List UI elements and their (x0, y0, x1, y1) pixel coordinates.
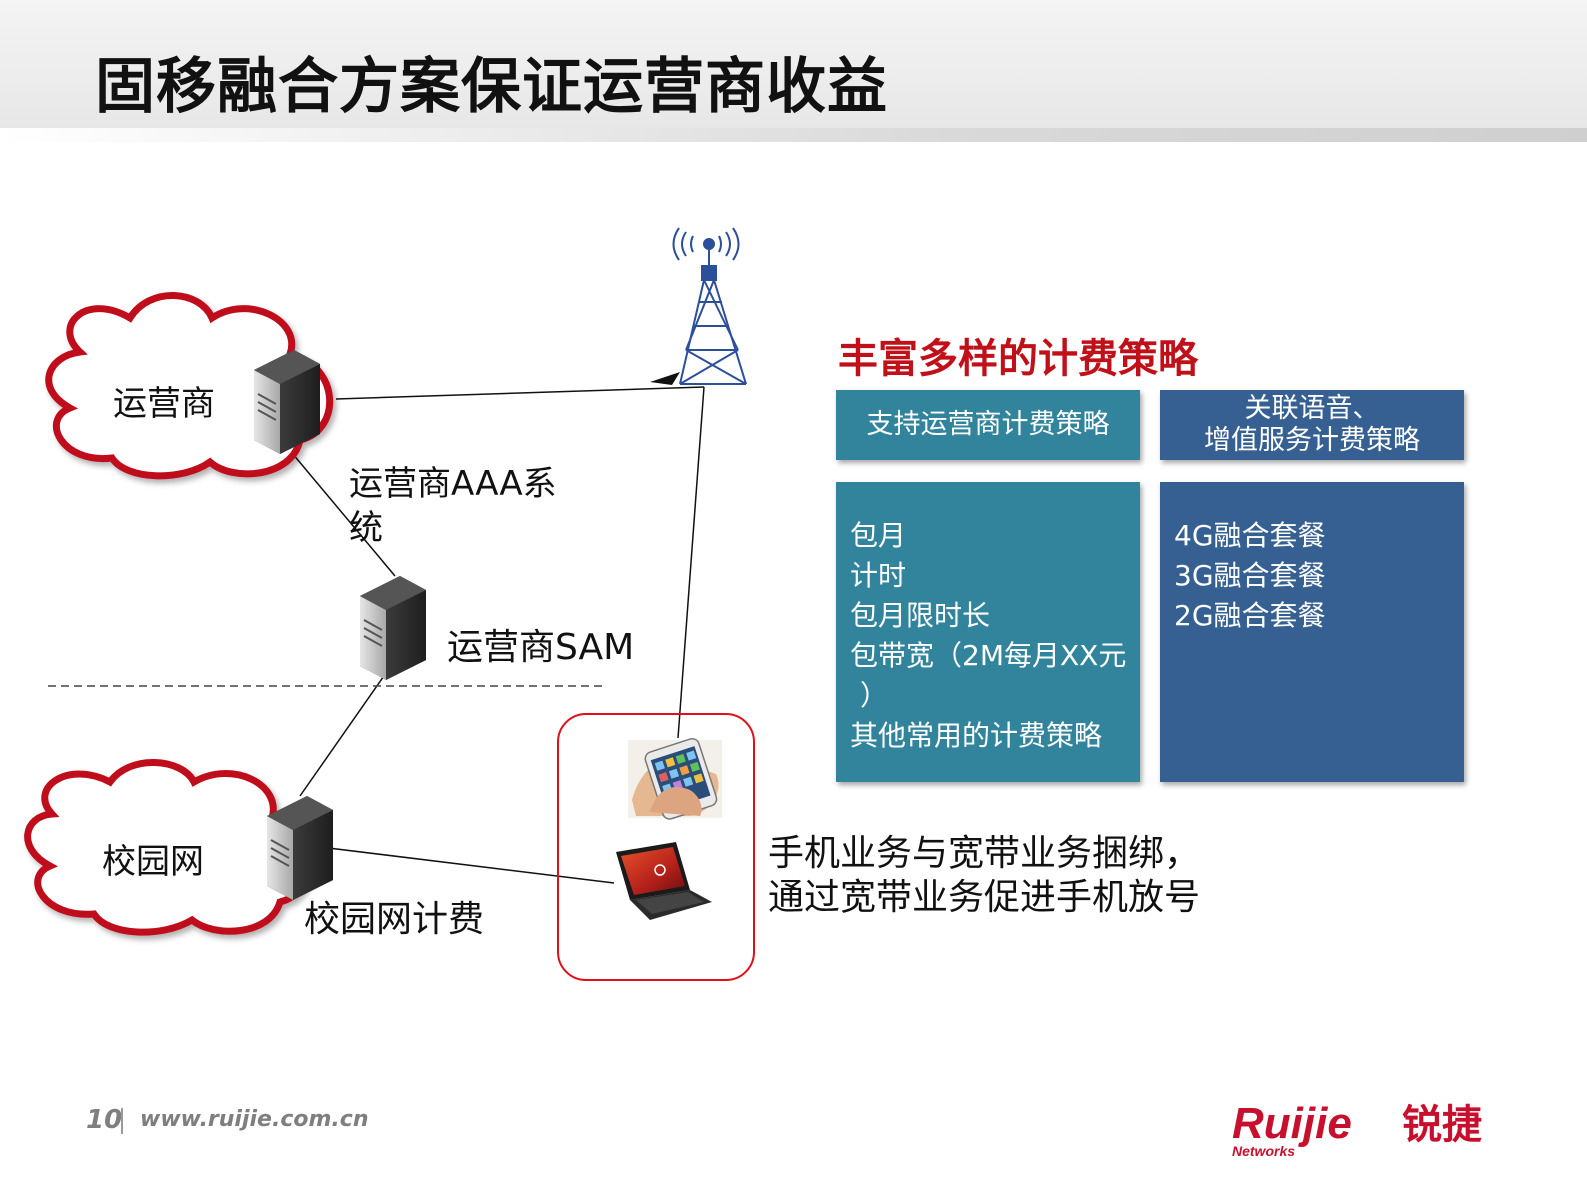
header-divider (0, 128, 1587, 142)
arrowhead (650, 372, 680, 385)
link-operator-sam (286, 446, 396, 577)
bundle-description-line2: 通过宽带业务促进手机放号 (768, 877, 1201, 918)
list-item: 3G融合套餐 (1174, 559, 1326, 592)
link-operator-tower (335, 386, 705, 400)
logo-brand-cn-text: 锐捷 (1402, 1102, 1482, 1148)
operator-billing-header-text: 支持运营商计费策略 (866, 409, 1110, 440)
footer-divider (121, 1108, 123, 1134)
list-item: 包带宽（2M每月XX元 (850, 639, 1127, 672)
aaa-system-label: 运营商AAA系 统 (349, 462, 557, 550)
list-item: 4G融合套餐 (1174, 519, 1326, 552)
operator-cloud-label: 运营商 (113, 384, 215, 424)
campus-billing-label: 校园网计费 (304, 899, 485, 940)
link-sam-campus (299, 672, 387, 797)
server-icon (360, 576, 426, 680)
page-title: 固移融合方案保证运营商收益 (95, 52, 888, 122)
aaa-label-line2: 统 (349, 508, 383, 548)
bundle-description-line1: 手机业务与宽带业务捆绑， (768, 833, 1201, 874)
billing-heading: 丰富多样的计费策略 (838, 336, 1198, 382)
logo-brand-text: Ruijie (1232, 1099, 1352, 1148)
page-number: 10 (86, 1105, 123, 1135)
sam-label: 运营商SAM (447, 627, 635, 668)
list-item: 包月限时长 (850, 599, 991, 632)
list-item: 其他常用的计费策略 (850, 719, 1103, 752)
bundle-description: 手机业务与宽带业务捆绑， 通过宽带业务促进手机放号 (768, 832, 1200, 920)
cloud-icon (24, 759, 313, 936)
list-item: 计时 (850, 559, 907, 592)
operator-billing-list: 包月 计时 包月限时长 包带宽（2M每月XX元 ） 其他常用的计费策略 (836, 482, 1140, 782)
ruijie-logo: Ruijie 锐捷 Networks (1232, 1099, 1482, 1159)
value-added-billing-header: 关联语音、 增值服务计费策略 (1160, 390, 1464, 460)
aaa-label-line1: 运营商AAA系 (349, 464, 557, 504)
link-tower-phone (677, 386, 705, 739)
list-item: 包月 (850, 519, 907, 552)
server-icon (267, 796, 333, 900)
header-band (0, 0, 1587, 140)
list-item: 2G融合套餐 (1174, 599, 1326, 632)
value-added-header-line2: 增值服务计费策略 (1204, 425, 1420, 456)
value-added-header-line1: 关联语音、 (1244, 393, 1380, 424)
campus-cloud-label: 校园网 (102, 842, 204, 882)
list-item: ） (860, 679, 889, 712)
operator-billing-header: 支持运营商计费策略 (836, 390, 1140, 460)
bundle-package-list: 4G融合套餐 3G融合套餐 2G融合套餐 (1160, 482, 1464, 782)
footer-url: www.ruijie.com.cn (140, 1107, 369, 1132)
link-campus-laptop (303, 844, 615, 884)
cell-tower-icon (672, 227, 747, 385)
smartphone-icon (628, 737, 722, 820)
device-group-box (557, 713, 755, 981)
server-icon (254, 350, 320, 454)
logo-sub-text: Networks (1232, 1143, 1295, 1159)
laptop-icon (616, 842, 712, 920)
